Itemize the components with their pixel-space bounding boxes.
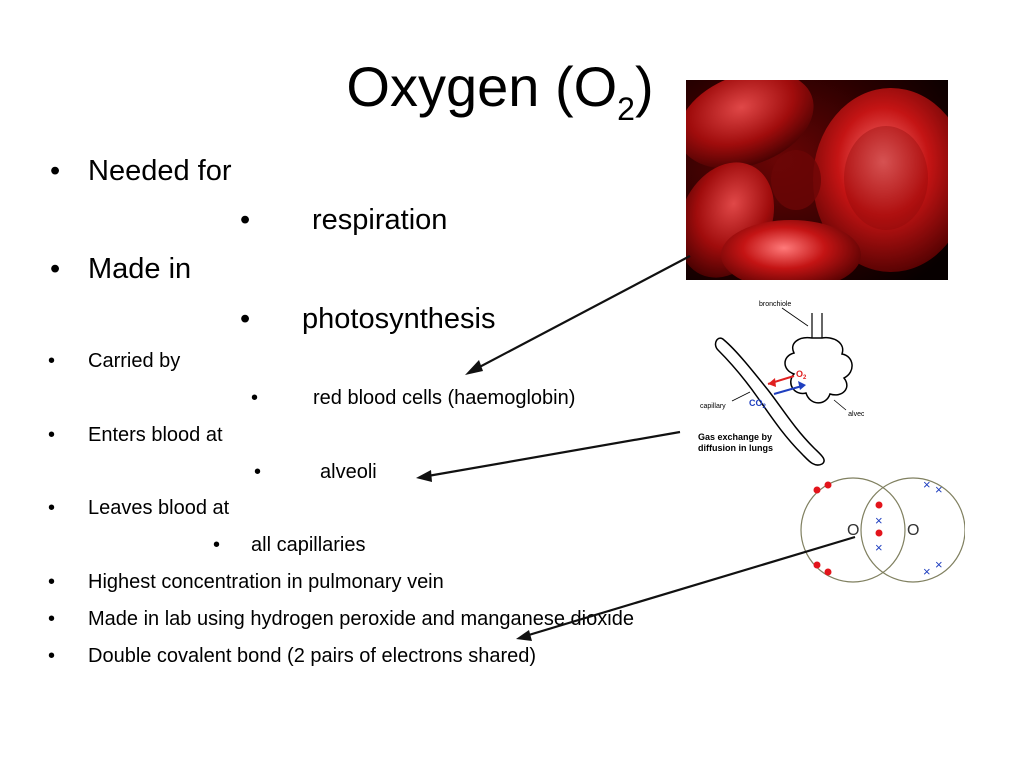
bullet-leaves-blood-at: • Leaves blood at — [48, 496, 230, 520]
o2-arrow-head — [768, 378, 776, 387]
bullet-dot: • — [50, 155, 61, 187]
bullet-dot: • — [251, 387, 259, 409]
bullet-dot: • — [48, 497, 56, 519]
red-blood-cells-image — [686, 80, 948, 280]
caption-line-1: Gas exchange by — [698, 432, 772, 442]
bullet-text: all capillaries — [251, 534, 366, 556]
capillary-tube — [714, 337, 825, 466]
electron-blue: × — [875, 513, 883, 528]
capillary-pointer — [731, 391, 751, 402]
label-o2: O2 — [796, 369, 807, 381]
bullet-text: Enters blood at — [88, 424, 223, 446]
slide-title: Oxygen (O2) — [0, 52, 1000, 125]
gas-exchange-diagram: bronchiole O2 CO2 capillary alveoli Gas … — [698, 301, 864, 466]
bullet-text: Leaves blood at — [88, 497, 230, 519]
bullet-carried-by: • Carried by — [48, 349, 181, 373]
title-close: ) — [634, 55, 654, 118]
bullet-text: Carried by — [88, 350, 181, 372]
arrow-head — [416, 470, 432, 482]
bullet-dot: • — [254, 461, 262, 483]
electron-blue: × — [923, 477, 931, 492]
label-co2: CO2 — [749, 398, 767, 410]
bullet-text: Double covalent bond (2 pairs of electro… — [88, 645, 537, 667]
right-atom-shell — [860, 477, 965, 583]
electron-red — [813, 486, 821, 494]
bullet-dot: • — [213, 534, 221, 556]
electron-blue: × — [935, 557, 943, 572]
electron-red — [813, 561, 821, 569]
electron-red — [824, 481, 832, 489]
bullet-dot: • — [48, 424, 56, 446]
electron-red — [875, 501, 883, 509]
electron-blue: × — [923, 564, 931, 579]
bullet-red-blood-cells: • red blood cells (haemoglobin) — [251, 386, 576, 410]
title-main: Oxygen (O — [346, 55, 618, 118]
blood-cell — [813, 88, 948, 272]
blood-cell — [771, 150, 821, 210]
bullet-all-capillaries: • all capillaries — [213, 533, 366, 557]
blood-cell — [686, 80, 814, 169]
co2-arrow-head — [798, 381, 806, 390]
bullet-alveoli: • alveoli — [254, 460, 377, 484]
electron-red — [875, 529, 883, 537]
bullet-dot: • — [48, 571, 56, 593]
bullet-text: alveoli — [320, 461, 377, 483]
bullet-text: respiration — [312, 204, 448, 236]
blood-cell-center — [844, 126, 928, 230]
bullet-made-in: • Made in — [50, 252, 192, 286]
arrow-to-alveoli — [421, 430, 681, 479]
co2-arrow-shaft — [773, 385, 803, 395]
bullet-dot: • — [48, 608, 56, 630]
bullet-dot: • — [240, 303, 251, 335]
bullet-dot: • — [48, 645, 56, 667]
title-subscript: 2 — [617, 91, 635, 127]
bullet-highest-concentration: • Highest concentration in pulmonary vei… — [48, 570, 444, 594]
bullet-dot: • — [48, 350, 56, 372]
label-bronchiole: bronchiole — [759, 301, 791, 308]
bullet-text: Highest concentration in pulmonary vein — [88, 571, 444, 593]
bullet-double-covalent: • Double covalent bond (2 pairs of elect… — [48, 644, 537, 668]
blood-cell — [721, 220, 861, 280]
electron-blue: × — [935, 482, 943, 497]
bullet-dot: • — [240, 204, 251, 236]
bronchiole-tube — [811, 313, 823, 338]
bullet-photosynthesis: • photosynthesis — [240, 302, 496, 336]
bullet-dot: • — [50, 253, 61, 285]
left-atom-symbol: O — [847, 522, 859, 539]
bullet-respiration: • respiration — [240, 203, 448, 237]
right-atom-symbol: O — [907, 522, 919, 539]
alveoli-pointer — [833, 399, 847, 411]
bullet-text: Made in lab using hydrogen peroxide and … — [88, 608, 634, 630]
bullet-needed-for: • Needed for — [50, 154, 232, 188]
bullet-enters-blood-at: • Enters blood at — [48, 423, 223, 447]
bullet-made-in-lab: • Made in lab using hydrogen peroxide an… — [48, 607, 634, 631]
electron-blue: × — [875, 540, 883, 555]
label-alveoli: alveoli — [848, 411, 864, 418]
arrow-to-red-blood-cells — [469, 255, 691, 373]
arrow-head — [465, 360, 483, 375]
caption-line-2: diffusion in lungs — [698, 443, 773, 453]
arrow-head — [516, 630, 532, 641]
bullet-text: photosynthesis — [302, 303, 496, 335]
bronchiole-pointer — [781, 307, 809, 327]
label-capillary: capillary — [700, 403, 726, 410]
electron-red — [824, 568, 832, 576]
bullet-text: Needed for — [88, 155, 232, 187]
bullet-text: Made in — [88, 253, 192, 285]
oxygen-bond-diagram: O O × × × × × × — [800, 477, 965, 583]
bullet-text: red blood cells (haemoglobin) — [313, 387, 576, 409]
